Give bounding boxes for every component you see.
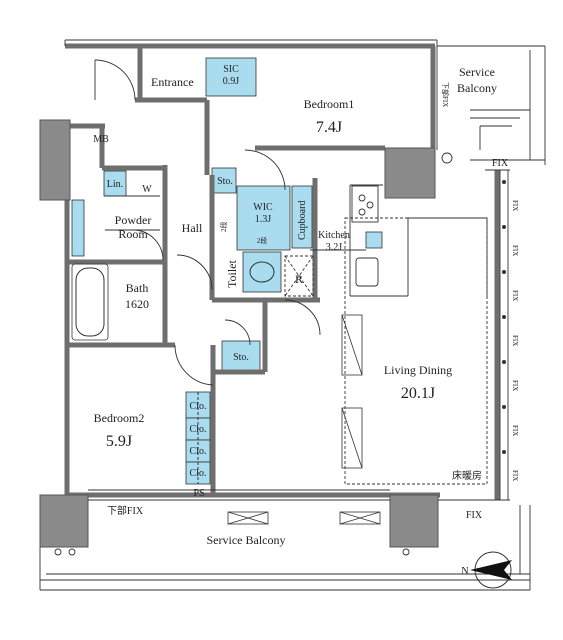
label-washer: W [142, 184, 152, 195]
label-service-balcony-bottom: Service Balcony [207, 533, 286, 547]
label-wic-name: WIC [253, 202, 273, 213]
label-hall: Hall [182, 221, 203, 235]
toilet-area [242, 251, 282, 293]
bottom-window [88, 489, 510, 501]
mark-fix: FIX [492, 158, 509, 169]
label-powder-2: Room [118, 227, 148, 241]
label-powder-1: Powder [115, 213, 152, 227]
fix-dot-4 [502, 315, 506, 319]
balcony-circles [54, 152, 453, 556]
right-fix-markers: FIX FIX FIX FIX FIX FIX FIX [502, 180, 519, 481]
label-refrigerator: R [295, 272, 303, 286]
labels: Entrance SIC 0.9J Bedroom1 7.4J Service … [93, 64, 509, 577]
mark-fix-bottom-right: FIX [466, 510, 483, 521]
label-toilet: Toilet [225, 260, 239, 288]
label-bedroom2-name: Bedroom2 [94, 411, 145, 425]
label-kitchen-size: 3.2J [326, 242, 343, 253]
fix-mark-5: FIX [511, 380, 519, 391]
label-service-balcony-top-2: Balcony [457, 81, 497, 95]
sink-area [365, 231, 383, 249]
thin-lines [64, 39, 546, 298]
floor-heating-area [344, 217, 488, 485]
label-wic-size: 1.3J [255, 214, 272, 225]
bathtub [75, 267, 105, 337]
label-sic-name: SIC [223, 64, 239, 75]
right-window [485, 169, 510, 500]
service-balcony-bottom [39, 505, 531, 591]
label-living-name: Living Dining [384, 363, 452, 377]
fix-mark-4: FIX [511, 335, 519, 346]
fix-dot-6 [502, 405, 506, 409]
label-wic-shelf-2: 2段 [257, 236, 268, 245]
kitchen-fixtures [284, 185, 379, 297]
label-cupboard: Cupboard [297, 201, 308, 240]
label-clo-3: Clo. [190, 446, 207, 457]
label-living-size: 20.1J [401, 385, 435, 402]
label-kitchen-name: Kitchen [318, 230, 350, 241]
fix-mark-2: FIX [511, 245, 519, 256]
label-entrance: Entrance [151, 75, 194, 89]
sto-top-area [211, 167, 237, 194]
mark-fix-top: 下部FIX [441, 82, 450, 107]
label-floor-heating: 床暖房 [452, 469, 482, 482]
fix-mark-7: FIX [511, 470, 519, 481]
door-swings [94, 59, 321, 386]
label-sto-top: Sto. [217, 176, 233, 187]
label-wic-shelf-1: 2段 [219, 222, 228, 233]
label-ps: PS [193, 488, 204, 499]
fix-dot-5 [502, 360, 506, 364]
label-bedroom2-size: 5.9J [106, 433, 132, 450]
fix-dot-2 [502, 225, 506, 229]
sic-area [205, 57, 257, 97]
label-bedroom1-name: Bedroom1 [304, 97, 355, 111]
mark-fix-bottom-left: 下部FIX [107, 504, 144, 517]
storage-fills [71, 57, 383, 485]
powder-sink [71, 199, 85, 257]
fix-dot-1 [502, 180, 506, 184]
fix-mark-3: FIX [511, 290, 519, 301]
north-arrow [470, 551, 512, 589]
label-clo-4: Clo. [190, 468, 207, 479]
mark-north: N [461, 566, 468, 577]
fix-mark-6: FIX [511, 425, 519, 436]
columns [39, 119, 439, 548]
label-sto-mid: Sto. [233, 352, 249, 363]
fix-dot-7 [502, 450, 506, 454]
label-service-balcony-top-1: Service [459, 65, 495, 79]
sliding-indicators [227, 314, 381, 525]
label-sic-size: 0.9J [223, 76, 240, 87]
fix-mark-1: FIX [511, 200, 519, 211]
label-bath-name: Bath [126, 281, 149, 295]
wic-area [236, 185, 291, 251]
label-clo-1: Clo. [190, 401, 207, 412]
label-linen: Lin. [107, 179, 123, 190]
label-clo-2: Clo. [190, 424, 207, 435]
fix-dot-3 [502, 270, 506, 274]
cupboard-area [291, 185, 313, 249]
label-bedroom1-size: 7.4J [316, 119, 342, 136]
label-mb: MB [93, 134, 109, 145]
label-bath-size: 1620 [125, 297, 149, 311]
